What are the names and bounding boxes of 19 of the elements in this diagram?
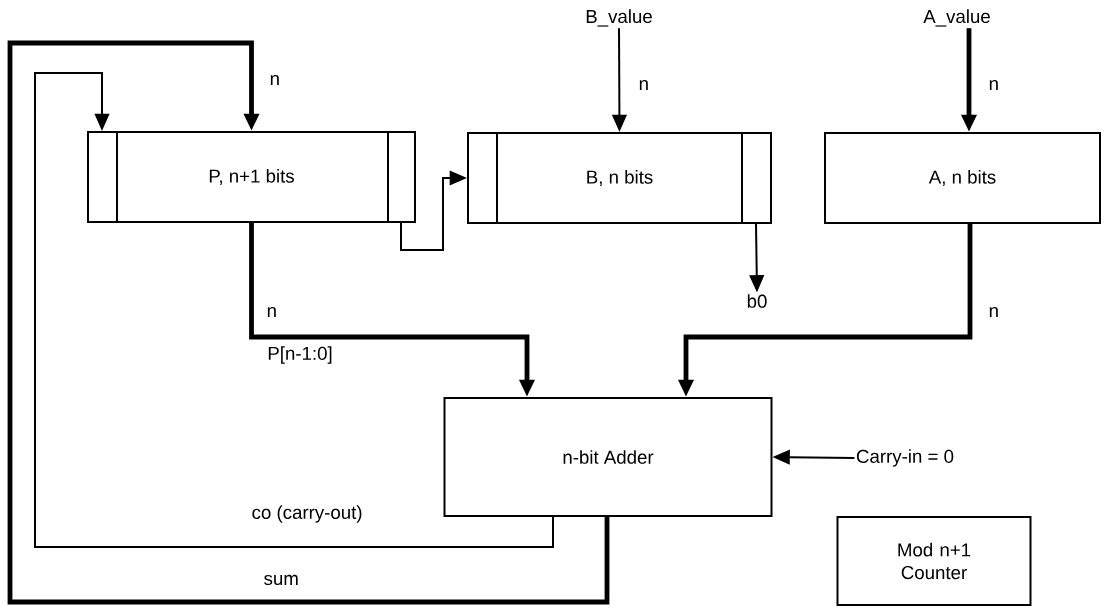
register-box: A, n bits <box>824 132 1101 224</box>
register-box: B, n bits <box>467 131 772 225</box>
signal-label: P[n-1:0] <box>268 346 332 364</box>
edge-label: n <box>265 305 279 319</box>
signal-label: B_value <box>586 9 652 27</box>
arrow <box>7 40 610 605</box>
edge-label: co (carry-out) <box>250 503 364 525</box>
edge-label: n <box>987 78 1001 92</box>
edge-label: sum <box>262 573 301 587</box>
signal-label: A_value <box>923 9 990 27</box>
signal-label: b0 <box>747 294 767 308</box>
signal-label: n <box>270 74 279 85</box>
arrow <box>34 72 554 548</box>
signal-label: Carry-in = 0 <box>856 449 954 467</box>
counter-box: Mod n+1 Counter <box>836 516 1032 606</box>
edge-label: n <box>987 305 1001 319</box>
edge-label: n <box>637 78 651 92</box>
adder-box: n-bit Adder <box>443 397 773 517</box>
register-box: P, n+1 bits <box>87 130 416 224</box>
